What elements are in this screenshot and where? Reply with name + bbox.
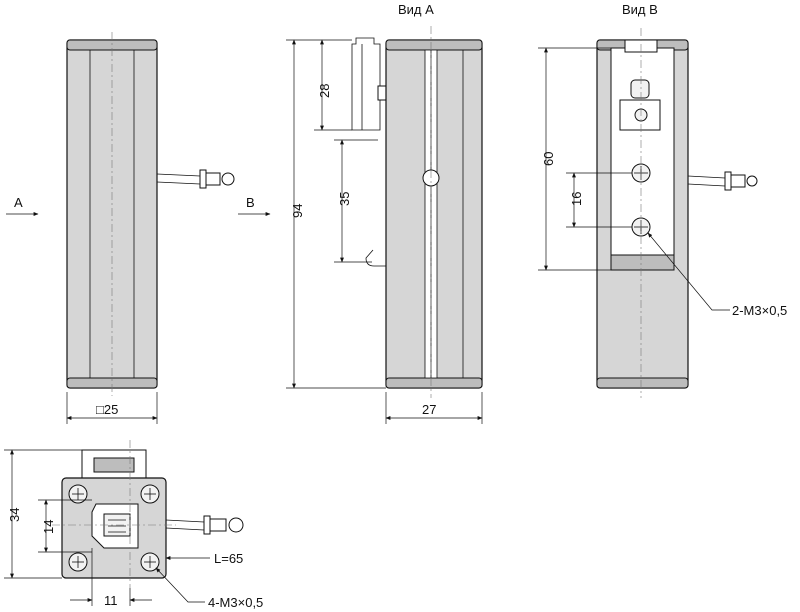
thread-side-label: 2-M3×0,5: [732, 303, 787, 318]
view-a: Вид A 94 28 35 27: [286, 2, 483, 424]
bottom-cable: [165, 515, 244, 535]
dim-28: 28: [317, 84, 332, 98]
dim-height: 94: [290, 204, 305, 218]
dim-depth: 27: [422, 402, 436, 417]
dim-35: 35: [337, 192, 352, 206]
view-a-title: Вид A: [398, 2, 434, 17]
view-b: Вид B 60: [538, 2, 787, 398]
arrow-a-label: A: [14, 195, 23, 210]
front-view: A B □25: [6, 32, 271, 424]
dim-14: 14: [41, 520, 56, 534]
dim-60: 60: [541, 152, 556, 166]
cable-length-label: L=65: [214, 551, 243, 566]
thread-bottom-label: 4-M3×0,5: [208, 595, 263, 610]
dim-11: 11: [104, 593, 118, 608]
dim-width-front: □25: [96, 402, 118, 417]
view-b-title: Вид B: [622, 2, 658, 17]
dim-16: 16: [569, 192, 584, 206]
side-cable: [687, 171, 758, 191]
arrow-b-label: B: [246, 195, 255, 210]
dim-34: 34: [7, 508, 22, 522]
corner-screws: [68, 484, 160, 572]
front-cable: [156, 169, 235, 189]
bottom-view: 34 14 11 L=65 4-M3×0,5: [4, 440, 263, 610]
